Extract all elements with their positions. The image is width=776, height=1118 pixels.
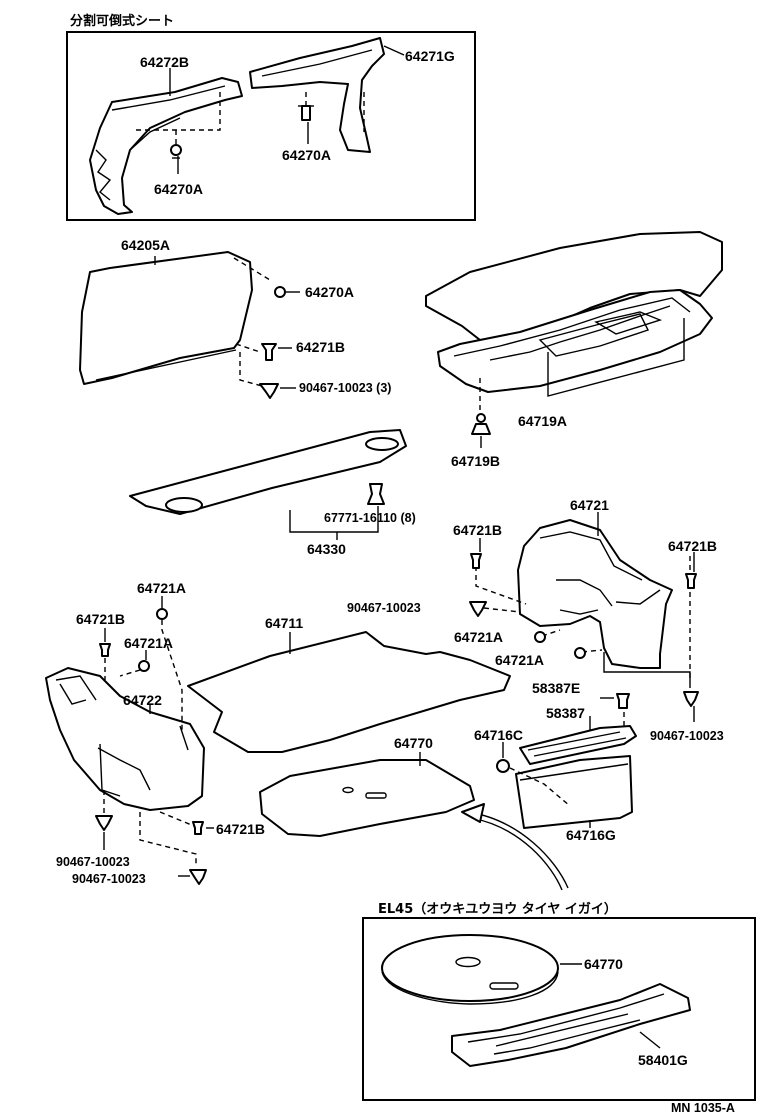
label-64721A-a: 64721A xyxy=(137,580,186,596)
part-64721-right-trim xyxy=(517,519,673,669)
label-64721A-b: 64721A xyxy=(124,635,173,651)
clip-64721B-right-b xyxy=(685,573,697,589)
arrow-to-inset xyxy=(461,803,569,891)
clip-64716C xyxy=(496,759,510,773)
label-90467-3: 90467-10023 (3) xyxy=(299,381,391,395)
inset-frame-el45 xyxy=(362,917,756,1101)
part-64272B-left-trim xyxy=(89,77,243,215)
label-90467-c: 90467-10023 xyxy=(56,855,130,869)
clip-90467-right-a xyxy=(469,601,487,617)
part-64770-floor-cover xyxy=(259,759,475,837)
label-90467-b: 90467-10023 xyxy=(650,729,724,743)
label-64721: 64721 xyxy=(570,497,609,513)
label-67771: 67771-16110 (8) xyxy=(324,511,416,525)
clip-64271B xyxy=(261,343,277,361)
label-64271G: 64271G xyxy=(405,48,455,64)
label-64721B-a: 64721B xyxy=(453,522,502,538)
part-64205A-panel xyxy=(79,251,253,385)
label-64711: 64711 xyxy=(265,615,303,631)
clip-64721B-left-b xyxy=(192,821,204,835)
part-58401G-board xyxy=(451,983,691,1067)
label-90467-d: 90467-10023 xyxy=(72,872,146,886)
clip-64719B xyxy=(471,413,491,435)
label-64722: 64722 xyxy=(123,692,162,708)
label-64721B-d: 64721B xyxy=(216,821,265,837)
clip-64721A-right-b xyxy=(574,647,586,659)
label-90467-a: 90467-10023 xyxy=(347,601,421,615)
part-58387-trim xyxy=(519,725,637,765)
label-64271B: 64271B xyxy=(296,339,345,355)
label-64719B: 64719B xyxy=(451,453,500,469)
label-64272B: 64272B xyxy=(140,54,189,70)
label-58387: 58387 xyxy=(546,705,585,721)
part-64722-left-trim xyxy=(45,667,205,811)
label-64770-b: 64770 xyxy=(584,956,623,972)
part-64719A-lid-lining xyxy=(437,289,713,393)
clip-90467-a xyxy=(259,383,279,399)
part-64271G-right-trim xyxy=(249,37,385,153)
part-64770-disc-cover xyxy=(381,934,559,1005)
part-64330-tray xyxy=(129,429,407,515)
clip-64270A-a xyxy=(298,105,314,121)
clip-64721A-left-b xyxy=(138,660,150,672)
label-64770-a: 64770 xyxy=(394,735,433,751)
label-64721B-b: 64721B xyxy=(668,538,717,554)
inset-caption-el45: EL45（オウキユウヨウ タイヤ イガイ） xyxy=(378,901,617,917)
clip-64721A-left-a xyxy=(156,608,168,620)
clip-90467-left-b xyxy=(189,869,207,885)
label-64721B-c: 64721B xyxy=(76,611,125,627)
label-64270A-a: 64270A xyxy=(282,147,331,163)
part-64716G-cover xyxy=(515,755,633,829)
clip-64270A-c xyxy=(274,286,286,298)
clip-90467-left-a xyxy=(95,815,113,831)
clip-64270A-b xyxy=(170,144,182,159)
label-64721A-d: 64721A xyxy=(495,652,544,668)
inset-frame-split-seat xyxy=(66,31,476,221)
label-64716C: 64716C xyxy=(474,727,523,743)
label-58387E: 58387E xyxy=(532,680,580,696)
label-64270A-b: 64270A xyxy=(154,181,203,197)
clip-58387E xyxy=(616,693,630,709)
clip-64721B-left-a xyxy=(99,643,111,657)
inset-caption-split-seat: 分割可倒式シート xyxy=(70,13,174,29)
diagram-code: MN 1035-A xyxy=(671,1101,735,1115)
label-64270A-c: 64270A xyxy=(305,284,354,300)
clip-64721B-right-a xyxy=(470,553,482,569)
clip-67771 xyxy=(367,483,385,505)
clip-64721A-right-a xyxy=(534,631,546,643)
label-58401G: 58401G xyxy=(638,1052,688,1068)
label-64205A: 64205A xyxy=(121,237,170,253)
label-64716G: 64716G xyxy=(566,827,616,843)
label-64330: 64330 xyxy=(307,541,346,557)
label-64721A-c: 64721A xyxy=(454,629,503,645)
label-64719A: 64719A xyxy=(518,413,567,429)
part-64711-floor-mat xyxy=(187,631,511,753)
clip-90467-right-b xyxy=(683,691,699,707)
